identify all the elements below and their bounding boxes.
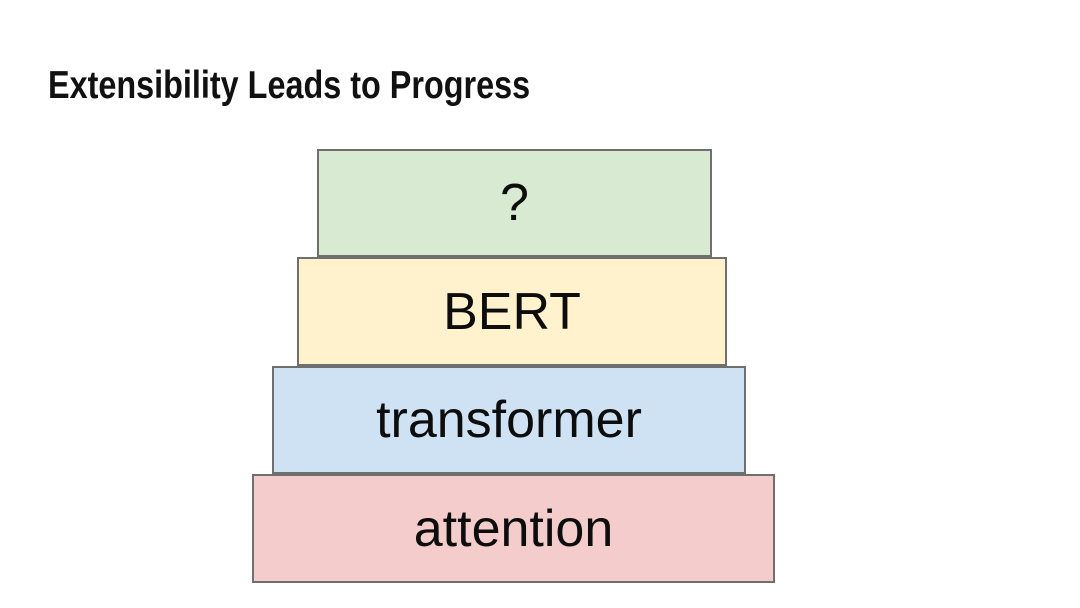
stack-layer-attention-label: attention: [413, 499, 614, 558]
stack-layer-bert-label: BERT: [443, 282, 581, 341]
stack-layer-attention: attention: [252, 474, 775, 583]
page-title: Extensibility Leads to Progress: [48, 64, 531, 107]
stack-layer-bert: BERT: [297, 257, 727, 366]
stack-layer-transformer-label: transformer: [376, 391, 642, 449]
stack-layer-question-label: ?: [500, 174, 529, 232]
stack-layer-transformer: transformer: [272, 366, 746, 474]
stack-layer-question: ?: [317, 149, 712, 257]
